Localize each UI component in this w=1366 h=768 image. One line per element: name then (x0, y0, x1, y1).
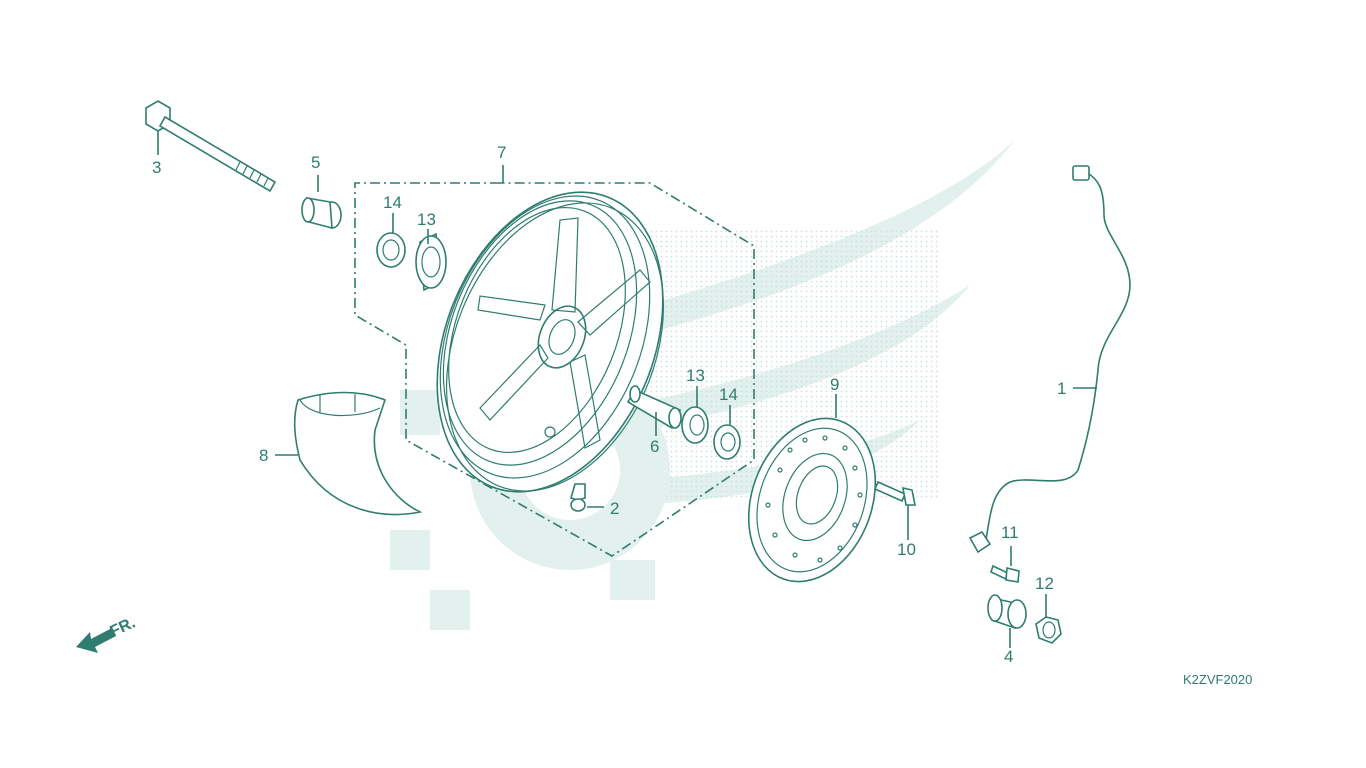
callout-9: 9 (830, 375, 839, 394)
front-direction-label: FR. (108, 614, 139, 640)
callout-1: 1 (1057, 379, 1066, 398)
callout-12: 12 (1035, 574, 1054, 593)
collar-part[interactable] (301, 197, 342, 230)
callout-labels: 1 2 3 4 5 6 7 8 9 10 11 12 13 13 14 14 (152, 143, 1066, 666)
wheel-rim[interactable] (395, 158, 705, 525)
callout-4: 4 (1004, 647, 1013, 666)
sensor-bolt[interactable] (990, 564, 1020, 583)
callout-13-left: 13 (417, 210, 436, 229)
callout-5: 5 (311, 153, 320, 172)
assembly-boundary (354, 182, 755, 557)
bearing-left-inner[interactable] (415, 232, 447, 292)
callout-14-right: 14 (719, 385, 738, 404)
spacer-part[interactable] (626, 385, 682, 430)
callout-14-left: 14 (383, 193, 402, 212)
speed-sensor-cable[interactable] (968, 165, 1131, 554)
bearing-right-inner[interactable] (681, 406, 709, 444)
axle-bolt[interactable] (145, 100, 277, 193)
bearing-left-outer[interactable] (376, 232, 406, 268)
diagram-code: K2ZVF2020 (1183, 672, 1252, 687)
side-collar[interactable] (987, 594, 1027, 630)
callout-2: 2 (610, 499, 619, 518)
callout-7: 7 (497, 143, 506, 162)
callout-8: 8 (259, 446, 268, 465)
callout-13-right: 13 (686, 366, 705, 385)
axle-nut[interactable] (1035, 616, 1062, 644)
brake-disc[interactable] (727, 401, 897, 600)
valve-stem[interactable] (570, 483, 604, 512)
callout-3: 3 (152, 158, 161, 177)
leader-lines (157, 131, 1097, 648)
callout-10: 10 (897, 540, 916, 559)
bearing-right-outer[interactable] (713, 424, 741, 460)
front-direction-arrow: FR. (76, 614, 138, 653)
callout-6: 6 (650, 437, 659, 456)
disc-bolt[interactable] (873, 480, 916, 506)
fender-cover[interactable] (293, 391, 423, 516)
callout-11: 11 (1001, 523, 1019, 542)
